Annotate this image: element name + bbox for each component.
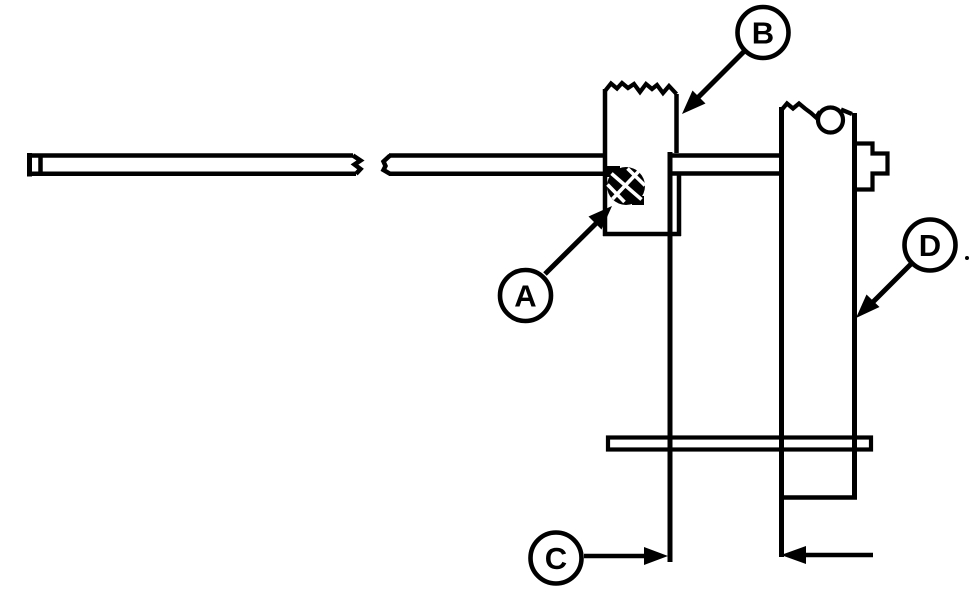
callout-d-label: D	[919, 228, 941, 263]
cross-bar	[605, 435, 874, 452]
dimension-c-arrows	[584, 546, 873, 565]
callout-c-circle	[528, 530, 584, 586]
callout-d-leader	[867, 261, 914, 308]
callout-b: B	[682, 4, 791, 114]
callout-c: C	[528, 530, 584, 586]
post-break-edge	[779, 100, 822, 121]
rod-left-segment	[27, 153, 365, 177]
post-break-circle-mark	[815, 105, 846, 135]
callout-a: A	[497, 206, 612, 324]
rod-break-mark-left	[350, 153, 365, 176]
callout-d: D	[856, 217, 958, 318]
rod-break-mark-right	[380, 153, 392, 176]
callout-d-arrowhead-icon	[856, 294, 880, 318]
bolt-part-a	[606, 166, 647, 205]
callout-b-circle	[735, 4, 791, 61]
callout-a-arrowhead-icon	[588, 206, 612, 230]
rod-middle-segment	[380, 153, 605, 177]
callout-a-circle	[497, 267, 554, 324]
callout-b-label: B	[752, 16, 774, 51]
speck-mark	[965, 256, 969, 260]
callout-c-label: C	[545, 541, 567, 576]
bracket-break-edge	[603, 80, 679, 97]
arrowhead-left-icon	[781, 546, 806, 564]
callout-b-leader	[696, 49, 746, 100]
rod-right-segment	[668, 153, 781, 176]
bolt-end-right	[854, 141, 890, 192]
callout-b-arrowhead-icon	[682, 90, 706, 114]
arrowhead-right-icon	[644, 547, 668, 565]
callout-a-leader	[543, 218, 601, 276]
post-part-d	[779, 100, 857, 557]
callout-a-label: A	[514, 279, 536, 314]
callout-d-circle	[902, 217, 958, 273]
